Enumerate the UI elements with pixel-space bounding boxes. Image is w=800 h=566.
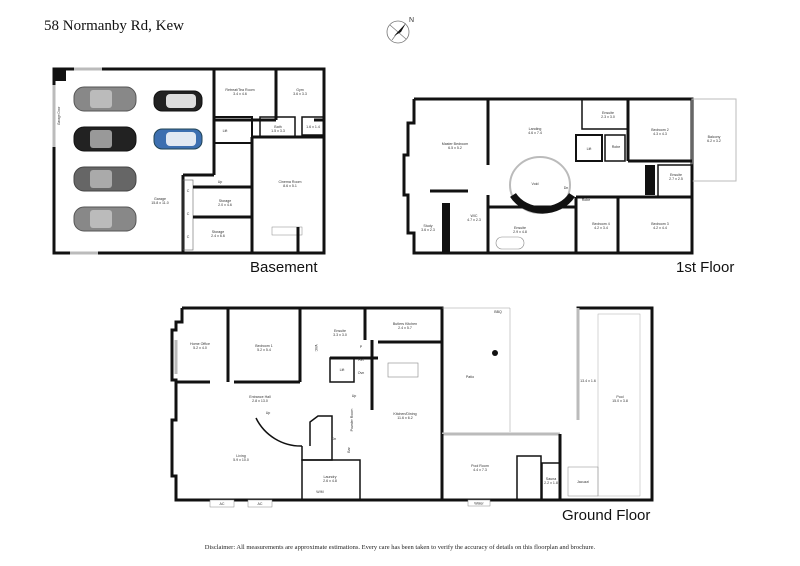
- room-butlers-kitchen: Butlers Kitchen: [393, 322, 417, 326]
- svg-text:4.3 x 4.3: 4.3 x 4.3: [653, 132, 667, 136]
- room-study: Study: [423, 224, 432, 228]
- svg-text:C: C: [187, 235, 190, 239]
- room-powder: Powder Room: [350, 409, 354, 432]
- svg-text:4.4 x 7.3: 4.4 x 7.3: [473, 468, 487, 472]
- room-pool: Pool: [616, 395, 623, 399]
- room-kitchen-dining: Kitchen/Dining: [393, 412, 416, 416]
- svg-text:Up: Up: [352, 394, 357, 398]
- svg-text:Up: Up: [218, 180, 223, 184]
- room-storage-1: Storage: [219, 199, 232, 203]
- svg-text:2.0 x 4.6: 2.0 x 4.6: [218, 203, 232, 207]
- svg-text:11.6 x 6.2: 11.6 x 6.2: [397, 416, 413, 420]
- svg-text:1.5 x 3.3: 1.5 x 3.3: [271, 129, 285, 133]
- svg-text:W/M: W/M: [316, 490, 323, 494]
- lift: Lift: [340, 368, 345, 372]
- svg-text:13.4 x 1.6: 13.4 x 1.6: [580, 379, 596, 383]
- svg-text:5.2 x 4.0: 5.2 x 4.0: [193, 346, 207, 350]
- ground-floor-plan: Home Office 5.2 x 4.0 Bedroom 1 5.2 x 5.…: [170, 306, 654, 508]
- room-laundry: Laundry: [324, 475, 337, 479]
- svg-text:15.0 x 3.8: 15.0 x 3.8: [612, 399, 628, 403]
- svg-text:8.6 x 5.1: 8.6 x 5.1: [283, 184, 297, 188]
- svg-text:AC: AC: [220, 502, 225, 506]
- svg-text:2.3 x 3.0: 2.3 x 3.0: [601, 115, 615, 119]
- room-ensuite: Ensuite: [334, 329, 346, 333]
- lift: Lift: [223, 129, 228, 133]
- svg-text:2.8 x 13.0: 2.8 x 13.0: [252, 399, 268, 403]
- room-living: Living: [236, 454, 245, 458]
- room-bath: Bath: [274, 125, 281, 129]
- svg-text:Robe: Robe: [612, 145, 621, 149]
- svg-text:15.8 x 11.0: 15.8 x 11.0: [151, 201, 169, 205]
- svg-text:3.3 x 3.0: 3.3 x 3.0: [333, 333, 347, 337]
- first-floor-plan: Balcony 6.2 x 3.2 Master Bedroom 6.5 x 5…: [402, 97, 737, 255]
- room-retreat: Retreat/Tea Room: [225, 88, 254, 92]
- svg-text:BBQ: BBQ: [494, 310, 502, 314]
- basement-label: Basement: [250, 259, 318, 276]
- room-bedroom-4: Bedroom 4: [592, 222, 610, 226]
- svg-text:Ovn: Ovn: [358, 371, 365, 375]
- lift: Lift: [587, 147, 592, 151]
- room-bar: Bar: [347, 446, 351, 452]
- disclaimer: Disclaimer: All measurements are approxi…: [204, 544, 596, 551]
- room-ensuite-3: Ensuite: [514, 226, 526, 230]
- svg-text:P: P: [360, 345, 363, 349]
- svg-text:5.2 x 5.4: 5.2 x 5.4: [257, 348, 271, 352]
- jacuzzi: Jacuzzi: [577, 480, 589, 484]
- compass-north-label: N: [409, 17, 414, 24]
- room-storage-2: Storage: [212, 230, 225, 234]
- svg-text:2.2 x 1.8: 2.2 x 1.8: [544, 481, 558, 485]
- room-entrance-hall: Entrance Hall: [249, 395, 271, 399]
- room-bedroom-1: Bedroom 1: [255, 344, 273, 348]
- first-floor-label: 1st Floor: [676, 259, 735, 276]
- room-sauna: Sauna: [546, 477, 556, 481]
- svg-text:2.9 x 4.8: 2.9 x 4.8: [513, 230, 527, 234]
- svg-text:2.6 x 4.8: 2.6 x 4.8: [323, 479, 337, 483]
- svg-text:3.6 x 2.3: 3.6 x 2.3: [421, 228, 435, 232]
- svg-text:2.4 x 5.7: 2.4 x 5.7: [398, 326, 412, 330]
- svg-text:1.6 x 1.4: 1.6 x 1.4: [306, 125, 320, 129]
- room-cinema: Cinema Room: [279, 180, 302, 184]
- svg-text:2.7 x 2.5: 2.7 x 2.5: [669, 177, 683, 181]
- room-master-bedroom: Master Bedroom: [442, 142, 469, 146]
- svg-text:6.5 x 5.2: 6.5 x 5.2: [448, 146, 462, 150]
- room-bedroom-2: Bedroom 2: [651, 128, 669, 132]
- room-home-office: Home Office: [190, 342, 210, 346]
- garage-door-label: Garage Door: [57, 106, 61, 125]
- void: Void: [532, 182, 539, 186]
- svg-text:Dn: Dn: [564, 186, 569, 190]
- svg-text:2.4 x 6.6: 2.4 x 6.6: [211, 234, 225, 238]
- room-gym: Gym: [296, 88, 304, 92]
- north-compass-icon: N: [386, 17, 414, 44]
- room-balcony: Balcony: [708, 135, 721, 139]
- svg-text:6.2 x 3.2: 6.2 x 3.2: [707, 139, 721, 143]
- svg-text:5.9 x 10.0: 5.9 x 10.0: [233, 458, 249, 462]
- svg-text:4.7 x 2.3: 4.7 x 2.3: [467, 218, 481, 222]
- svg-text:4.6 x 7.4: 4.6 x 7.4: [528, 131, 542, 135]
- svg-text:C: C: [187, 212, 190, 216]
- svg-text:C: C: [187, 189, 190, 193]
- svg-text:Up: Up: [266, 411, 271, 415]
- room-ensuite-1: Ensuite: [602, 111, 614, 115]
- svg-text:3.4 x 4.6: 3.4 x 4.6: [233, 92, 247, 96]
- car-icon: [73, 86, 203, 232]
- room-ensuite-2: Ensuite: [670, 173, 682, 177]
- svg-text:4.2 x 4.4: 4.2 x 4.4: [653, 226, 667, 230]
- ground-floor-label: Ground Floor: [562, 507, 651, 524]
- patio: Patio: [466, 375, 474, 379]
- room-landing: Landing: [529, 127, 542, 131]
- room-wic: WIC: [314, 345, 318, 352]
- svg-text:Robe: Robe: [582, 198, 591, 202]
- basement-plan: Garage Door Garage 15.8 x 11.0 C C C Ret…: [52, 67, 326, 255]
- property-address: 58 Normanby Rd, Kew: [44, 18, 184, 34]
- svg-text:3.6 x 3.3: 3.6 x 3.3: [293, 92, 307, 96]
- room-garage: Garage: [154, 197, 166, 201]
- room-pool-room: Pool Room: [471, 464, 489, 468]
- svg-text:4.2 x 3.4: 4.2 x 3.4: [594, 226, 608, 230]
- svg-text:Dn: Dn: [332, 437, 337, 441]
- svg-text:AC: AC: [258, 502, 263, 506]
- svg-text:Ref: Ref: [358, 358, 364, 362]
- svg-text:Water: Water: [474, 502, 484, 506]
- room-bedroom-3: Bedroom 3: [651, 222, 669, 226]
- room-wic: WIC: [471, 214, 478, 218]
